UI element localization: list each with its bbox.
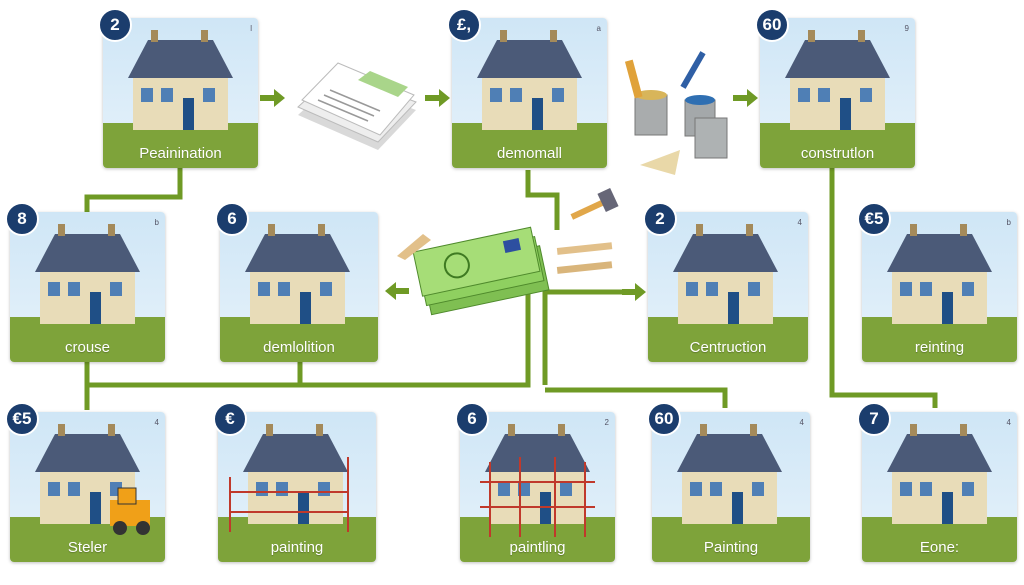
corner-mark: 4 bbox=[799, 418, 804, 427]
connector-to-c11 bbox=[545, 387, 728, 408]
step-card-10: paintling 2 bbox=[460, 412, 615, 562]
step-label: crouse bbox=[64, 339, 111, 356]
connector-c1-c4 bbox=[84, 165, 183, 212]
step-label: Centruction bbox=[689, 339, 767, 356]
step-card-8: Steler 4 bbox=[10, 412, 165, 562]
step-badge: 7 bbox=[857, 402, 891, 436]
step-badge: 60 bbox=[755, 8, 789, 42]
corner-mark: b bbox=[154, 218, 159, 227]
step-card-6: Centruction 4 bbox=[648, 212, 808, 362]
step-card-2: demomall a bbox=[452, 18, 607, 168]
step-card-12: Eone: 4 bbox=[862, 412, 1017, 562]
step-card-3: construtlon 9 bbox=[760, 18, 915, 168]
paint-buckets-icon bbox=[624, 51, 728, 175]
arrow-right-icon bbox=[733, 89, 758, 107]
step-badge: £, bbox=[447, 8, 481, 42]
step-card-1: Peainination l bbox=[103, 18, 258, 168]
step-badge: €5 bbox=[5, 402, 39, 436]
wood-planks-icon bbox=[556, 242, 613, 274]
arrow-right-icon bbox=[425, 89, 450, 107]
scaffolding-icon bbox=[480, 457, 595, 537]
corner-mark: 2 bbox=[604, 418, 609, 427]
step-card-11: Painting 4 bbox=[652, 412, 810, 562]
connector-c3-c12 bbox=[829, 168, 938, 408]
connector-to-c6 bbox=[542, 289, 625, 385]
bulldozer-icon bbox=[110, 487, 150, 535]
step-card-5: demlolition bbox=[220, 212, 378, 362]
scaffolding-icon bbox=[229, 457, 349, 532]
corner-mark: 4 bbox=[154, 418, 159, 427]
step-card-7: reinting b bbox=[862, 212, 1017, 362]
house-icon bbox=[887, 224, 992, 324]
house-icon bbox=[887, 424, 992, 524]
house-icon bbox=[785, 30, 890, 130]
arrow-right-icon bbox=[622, 283, 646, 301]
step-badge: € bbox=[213, 402, 247, 436]
step-label: reinting bbox=[914, 339, 965, 356]
corner-mark: b bbox=[1006, 218, 1011, 227]
corner-mark: a bbox=[596, 24, 601, 33]
corner-mark: 4 bbox=[1006, 418, 1011, 427]
connector-c2-money bbox=[525, 170, 560, 230]
document-stack-icon bbox=[297, 62, 417, 150]
step-label: Peainination bbox=[139, 145, 222, 162]
house-icon bbox=[128, 30, 233, 130]
arrow-left-icon bbox=[385, 282, 409, 300]
step-card-4: crouse b bbox=[10, 212, 165, 362]
step-label: painting bbox=[270, 539, 324, 556]
house-icon bbox=[477, 30, 582, 130]
step-label: demomall bbox=[496, 145, 563, 162]
house-icon bbox=[35, 224, 140, 324]
step-label: paintling bbox=[509, 539, 566, 556]
step-badge: 2 bbox=[98, 8, 132, 42]
step-label: Eone: bbox=[919, 539, 960, 556]
money-stack-icon bbox=[412, 226, 550, 316]
house-icon bbox=[245, 224, 350, 324]
arrow-right-icon bbox=[260, 89, 285, 107]
step-badge: 2 bbox=[643, 202, 677, 236]
corner-mark: l bbox=[250, 24, 252, 33]
step-card-9: painting bbox=[218, 412, 376, 562]
corner-mark: 9 bbox=[904, 24, 909, 33]
wood-plank-icon bbox=[397, 234, 431, 260]
step-label: demlolition bbox=[263, 339, 335, 356]
house-icon bbox=[677, 424, 782, 524]
step-label: Painting bbox=[703, 539, 759, 556]
step-badge: €5 bbox=[857, 202, 891, 236]
hammer-icon bbox=[570, 188, 619, 220]
step-badge: 6 bbox=[455, 402, 489, 436]
step-label: Steler bbox=[67, 539, 108, 556]
house-icon bbox=[673, 224, 778, 324]
connector-c4-center bbox=[84, 230, 531, 388]
step-badge: 8 bbox=[5, 202, 39, 236]
step-badge: 6 bbox=[215, 202, 249, 236]
corner-mark: 4 bbox=[797, 218, 802, 227]
step-label: construtlon bbox=[800, 145, 875, 162]
step-badge: 60 bbox=[647, 402, 681, 436]
